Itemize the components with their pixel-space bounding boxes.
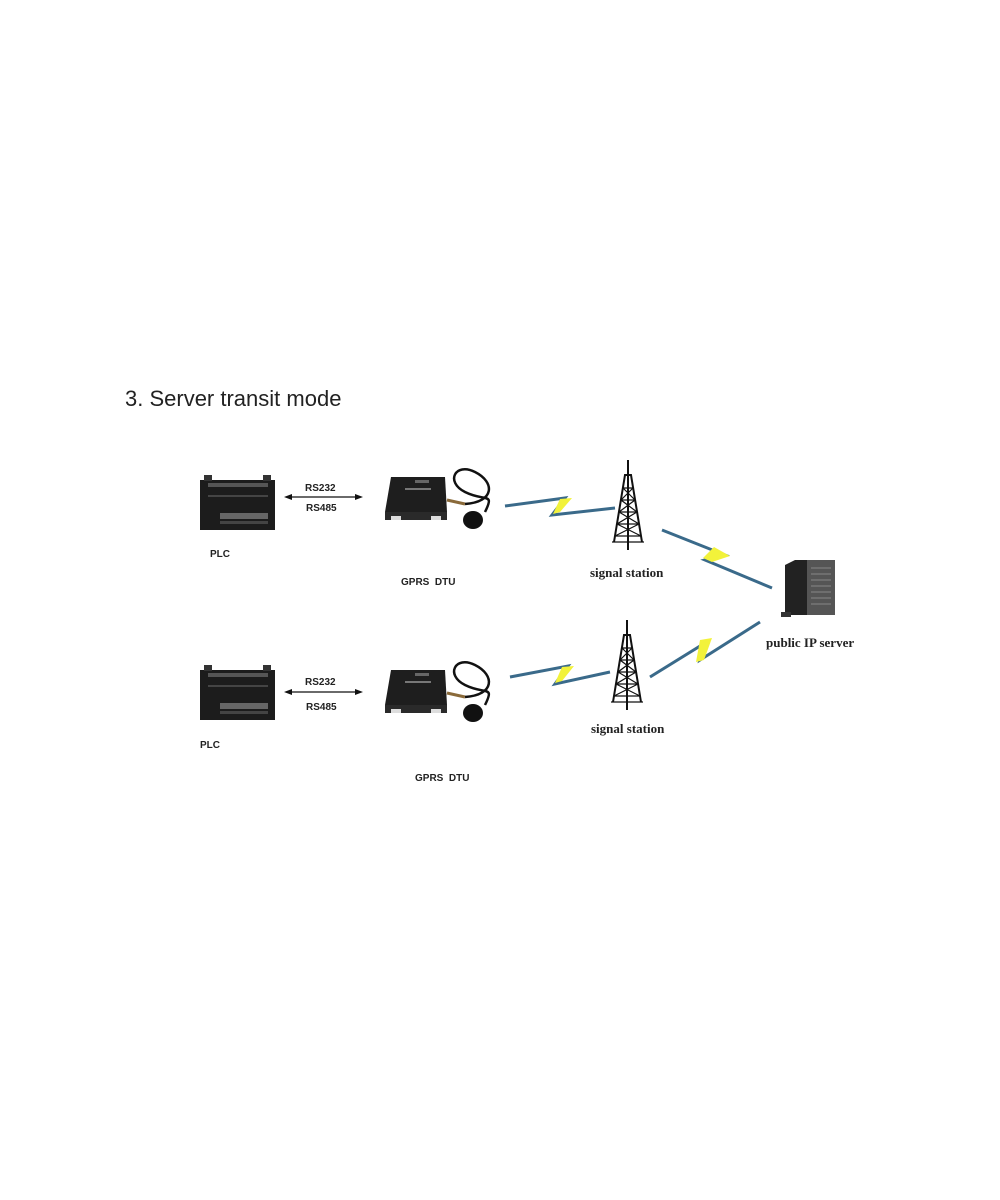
- wireless-link-icon: [649, 620, 761, 679]
- wireless-link-icon: [504, 496, 616, 517]
- station-label: signal station: [590, 565, 664, 580]
- gprs-dtu-icon: [383, 660, 491, 724]
- gprs-dtu-icon: [383, 467, 491, 531]
- dtu-label: GPRS DTU: [401, 577, 455, 588]
- section-title: 3. Server transit mode: [125, 386, 342, 411]
- wireless-link-icon: [661, 528, 773, 590]
- signal-tower-icon: [610, 619, 644, 711]
- signal-tower-icon: [611, 459, 645, 551]
- plc-device-icon: [200, 475, 275, 530]
- serial-link-arrow: [284, 689, 363, 695]
- rs232-label: RS232: [305, 677, 336, 688]
- rs485-label: RS485: [306, 503, 337, 514]
- rs485-label: RS485: [306, 702, 337, 713]
- plc-label: PLC: [210, 549, 230, 560]
- server-label: public IP server: [766, 635, 854, 650]
- plc-device-icon: [200, 665, 275, 720]
- wireless-link-icon: [509, 663, 611, 687]
- server-icon: [780, 559, 836, 618]
- dtu-label: GPRS DTU: [415, 773, 469, 784]
- rs232-label: RS232: [305, 483, 336, 494]
- station-label: signal station: [591, 721, 665, 736]
- plc-label: PLC: [200, 740, 220, 751]
- serial-link-arrow: [284, 494, 363, 500]
